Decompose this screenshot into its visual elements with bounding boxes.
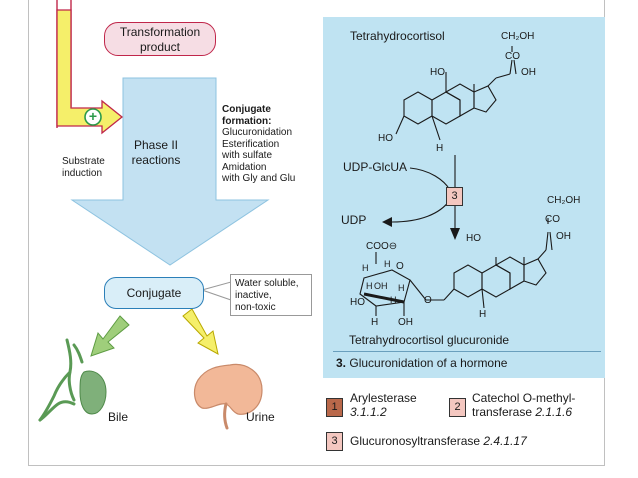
legend-2-text: Catechol O-methyl- transferase 2.1.1.6 [472, 391, 575, 419]
udp-arrow-head [382, 217, 392, 227]
caption-divider [333, 351, 601, 352]
ring-bold-bond [363, 292, 405, 304]
glucuronidation-panel [323, 17, 605, 378]
legend-2-name-line1: Catechol O-methyl- [472, 391, 576, 405]
phase-ii-label: Phase II reactions [128, 138, 184, 168]
sugar-h1: H [362, 263, 369, 273]
sugar-ho: HO [350, 297, 365, 308]
conjugate-item-5: with Gly and Glu [222, 173, 296, 184]
steroid-bottom [443, 218, 553, 309]
sugar-o: O [396, 261, 404, 272]
water-soluble-note: Water soluble, inactive, non-toxic [230, 274, 312, 316]
sugar-link-o: O [424, 295, 432, 306]
conjugate-formation-block: Conjugate formation: Glucuronidation Est… [222, 104, 322, 185]
substrate-induction-label: Substrate induction [62, 156, 122, 180]
caption-text: Glucuronidation of a hormone [349, 356, 508, 370]
bottom-ho: HO [466, 233, 481, 244]
conjugate-formation-title-line2: formation: [222, 115, 272, 127]
legend-3-text: Glucuronosyltransferase 2.4.1.17 [350, 434, 527, 448]
conjugate-box: Conjugate [104, 277, 204, 309]
urine-label: Urine [246, 410, 275, 424]
gallbladder-shape [79, 370, 107, 415]
conjugate-item-4: Amidation [222, 161, 267, 173]
legend-1-ec: 3.1.1.2 [350, 405, 387, 419]
conjugate-item-1: Glucuronidation [222, 127, 293, 138]
legend-3-name: Glucuronosyltransferase [350, 434, 481, 448]
bottom-co: CO [545, 214, 560, 225]
frame-line-left [28, 0, 29, 466]
bile-label: Bile [108, 410, 129, 424]
udp-label: UDP [341, 213, 367, 227]
duodenum-line [38, 400, 76, 422]
sugar-oh2: OH [398, 317, 413, 328]
top-h: H [436, 143, 444, 154]
top-ch2oh: CH₂OH [501, 31, 535, 42]
conjugate-item-2: Esterification [222, 138, 280, 150]
sugar-oh1: OH [374, 281, 388, 291]
bottom-ch2oh: CH₂OH [547, 195, 581, 206]
sugar-h2: H [384, 259, 391, 269]
conjugate-item-3: with sulfate [222, 150, 273, 161]
yellow-induction-arrow [56, 9, 124, 135]
transformation-product-line1: Transformation [119, 25, 201, 39]
reaction-arrow-head [450, 228, 460, 240]
enzyme-3-box: 3 [446, 187, 463, 206]
steroid-top [395, 46, 517, 141]
panel-caption: 3. Glucuronidation of a hormone [336, 357, 507, 370]
legend-3-box: 3 [326, 432, 343, 451]
plus-circle [84, 108, 102, 126]
coo-label: COO⊖ [366, 241, 398, 252]
transformation-product-box: Transformation product [104, 22, 216, 56]
phase-ii-line1: Phase II [133, 138, 179, 152]
legend-2-box: 2 [449, 398, 466, 417]
sugar-h6: H [371, 317, 379, 328]
udp-curve [391, 199, 451, 223]
ureter [223, 402, 229, 430]
sugar-h5: H [390, 295, 397, 305]
legend-1-box: 1 [326, 398, 343, 417]
legend-1-text: Arylesterase 3.1.1.2 [350, 391, 417, 419]
product-name: Tetrahydrocortisol glucuronide [349, 333, 510, 347]
phase-ii-arrow [70, 77, 270, 266]
bile-duct-branch [72, 343, 84, 364]
bottom-oh: OH [556, 231, 571, 242]
conjugate-formation-title-line1: Conjugate [222, 104, 271, 115]
tetrahydrocortisol-title: Tetrahydrocortisol [350, 29, 445, 43]
sugar-h4: H [398, 283, 405, 293]
top-ho-upper: HO [430, 67, 445, 78]
plus-symbol: + [88, 108, 98, 124]
frame-line-bottom [28, 465, 605, 466]
sugar-h3: H [366, 281, 373, 291]
transformation-product-line2: product [139, 40, 181, 54]
legend-1-name: Arylesterase [350, 391, 417, 405]
bile-duct [38, 338, 76, 422]
green-arrow-to-bile [90, 315, 130, 357]
top-ho-lower: HO [378, 133, 393, 144]
legend-3-ec: 2.4.1.17 [483, 434, 527, 448]
udp-glcua-curve [409, 167, 451, 191]
bottom-h: H [479, 309, 487, 320]
legend-2-ec: 2.1.1.6 [535, 405, 573, 419]
phase-ii-line2: reactions [131, 153, 181, 167]
substrate-induction-line1: Substrate [62, 156, 105, 167]
top-oh: OH [521, 67, 536, 78]
yellow-arrow-to-urine [182, 308, 219, 355]
water-soluble-line1: Water soluble, [235, 278, 299, 289]
water-soluble-line3: non-toxic [235, 302, 276, 313]
caption-number: 3. [336, 356, 347, 370]
udp-glcua-label: UDP-GlcUA [343, 160, 408, 174]
substrate-induction-line2: induction [62, 168, 103, 179]
water-soluble-line2: inactive, [235, 290, 272, 301]
legend-2-name-line2: transferase [472, 405, 533, 419]
top-co: CO [505, 51, 520, 62]
